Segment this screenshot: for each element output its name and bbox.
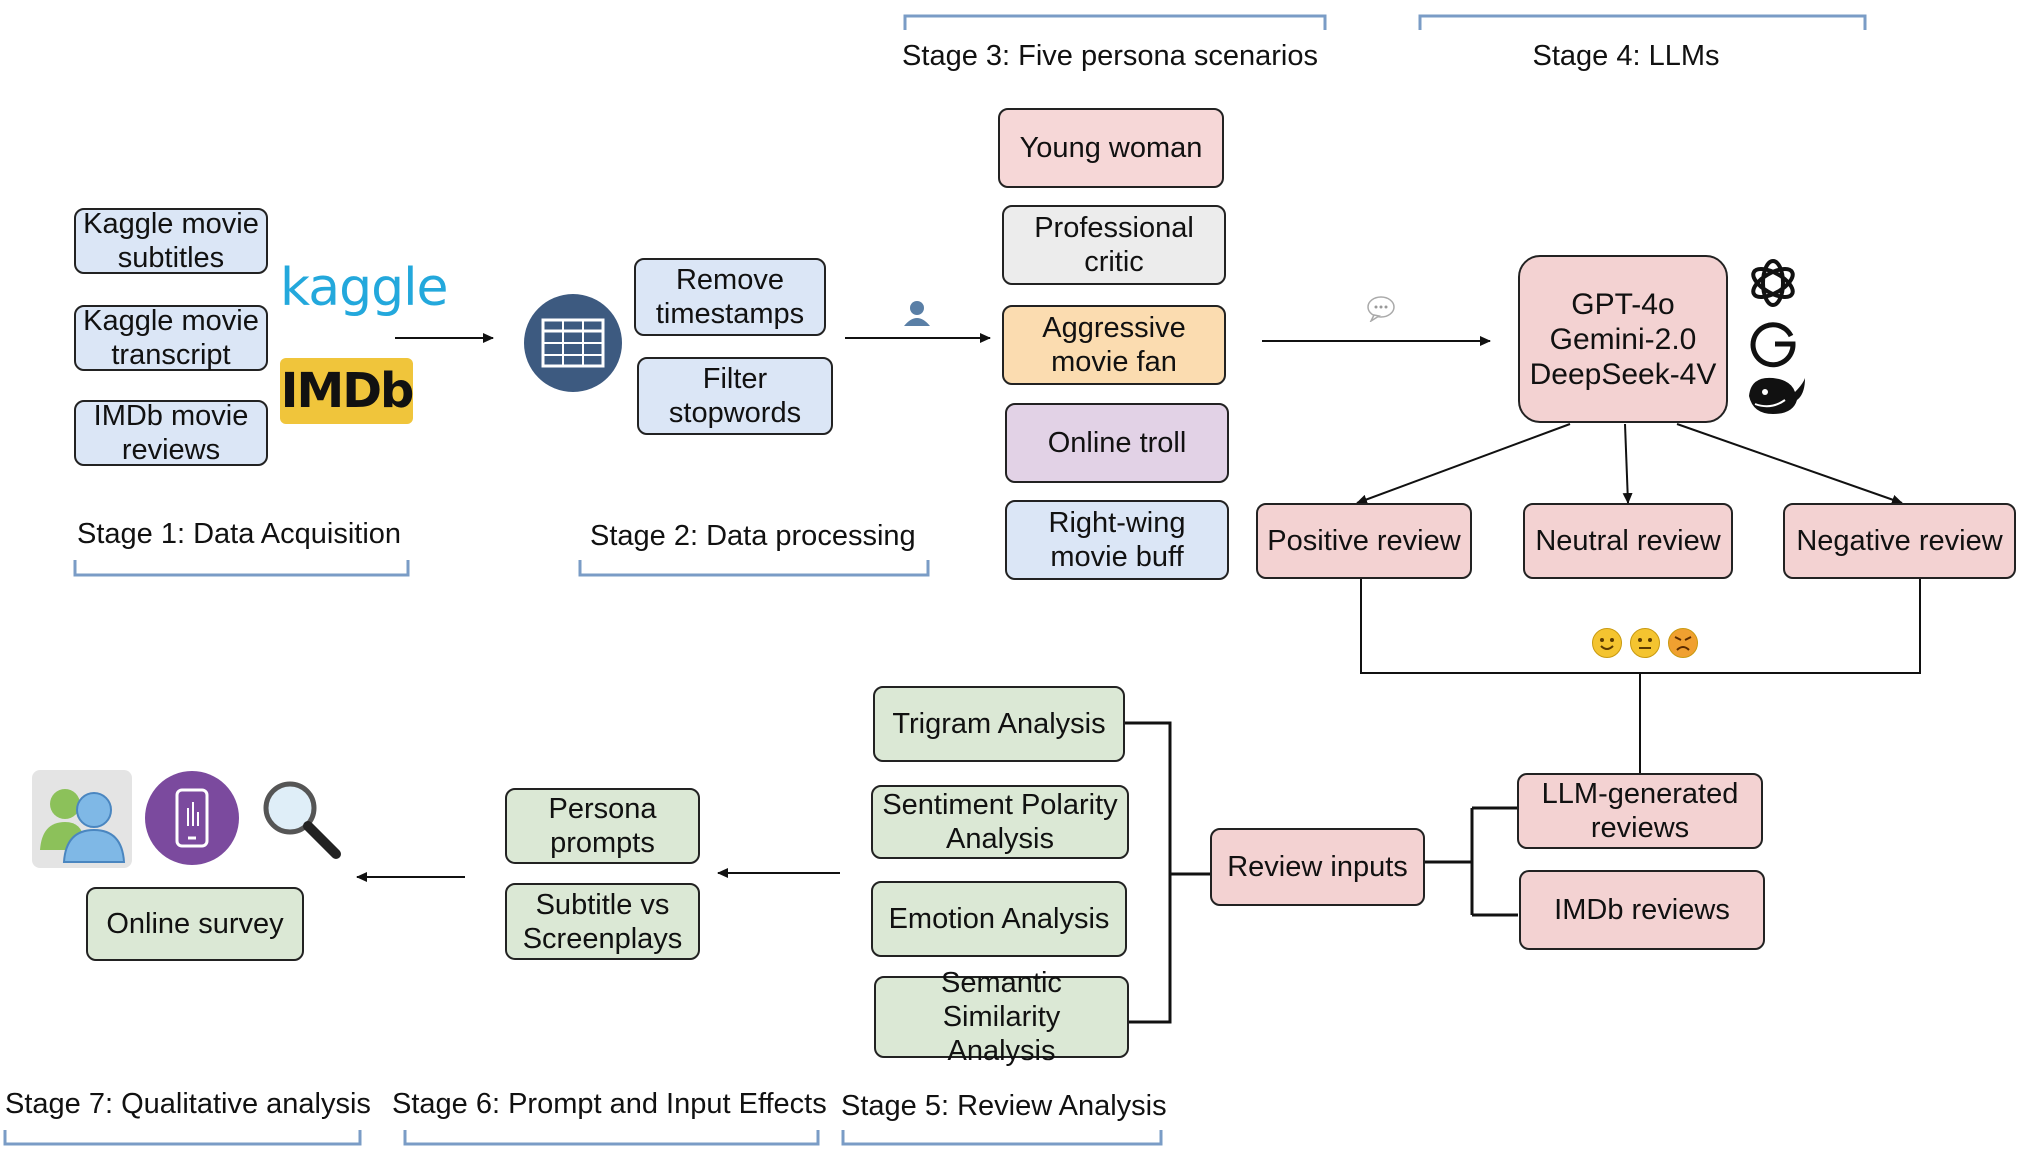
bracket-stage2 bbox=[578, 560, 930, 577]
stage-3-label: Stage 3: Five persona scenarios bbox=[902, 40, 1318, 72]
persona-young-woman: Young woman bbox=[998, 108, 1224, 188]
arrow-llm-positive bbox=[1356, 423, 1571, 505]
source-llm-generated: LLM-generated reviews bbox=[1517, 773, 1763, 849]
bracket-stage4 bbox=[1418, 14, 1867, 30]
stage-1-label: Stage 1: Data Acquisition bbox=[77, 518, 402, 550]
analysis-bracket bbox=[1125, 721, 1210, 1024]
analysis-emotion: Emotion Analysis bbox=[871, 881, 1127, 957]
neutral-face-icon bbox=[1630, 628, 1660, 658]
persona-aggressive-fan: Aggressive movie fan bbox=[1002, 305, 1226, 385]
source-imdb-reviews: IMDb movie reviews bbox=[74, 400, 268, 466]
kaggle-logo: kaggle bbox=[280, 258, 449, 318]
deepseek-whale-icon bbox=[1745, 370, 1807, 425]
arrow-llm-negative bbox=[1676, 423, 1903, 505]
review-positive: Positive review bbox=[1256, 503, 1472, 579]
arrow-llm-neutral bbox=[1622, 423, 1633, 504]
persona-right-wing-buff: Right-wing movie buff bbox=[1005, 500, 1229, 580]
table-icon bbox=[523, 293, 623, 398]
phone-icon bbox=[144, 770, 240, 871]
effect-persona-prompts: Persona prompts bbox=[505, 788, 700, 864]
google-icon bbox=[1745, 314, 1801, 375]
review-negative: Negative review bbox=[1783, 503, 2016, 579]
angry-face-icon bbox=[1668, 628, 1698, 658]
review-inputs-to-sources bbox=[1425, 806, 1518, 917]
source-kaggle-transcript: Kaggle movie transcript bbox=[74, 305, 268, 371]
bracket-stage5 bbox=[841, 1130, 1163, 1146]
review-neutral: Neutral review bbox=[1523, 503, 1733, 579]
persona-online-troll: Online troll bbox=[1005, 403, 1229, 483]
source-kaggle-subtitles: Kaggle movie subtitles bbox=[74, 208, 268, 274]
bracket-stage6 bbox=[403, 1130, 820, 1146]
stage-7-label: Stage 7: Qualitative analysis bbox=[5, 1088, 371, 1120]
analysis-sentiment: Sentiment Polarity Analysis bbox=[871, 785, 1129, 859]
bracket-stage3 bbox=[903, 14, 1327, 30]
stage-6-label: Stage 6: Prompt and Input Effects bbox=[392, 1088, 827, 1120]
magnifier-icon bbox=[258, 776, 342, 865]
review-inputs-box: Review inputs bbox=[1210, 828, 1425, 906]
process-filter-stopwords: Filter stopwords bbox=[637, 357, 833, 435]
effect-subtitle-vs-screenplays: Subtitle vs Screenplays bbox=[505, 883, 700, 960]
bracket-stage7 bbox=[3, 1130, 362, 1146]
process-remove-timestamps: Remove timestamps bbox=[634, 258, 826, 336]
review-merge-line bbox=[1360, 579, 1921, 674]
persona-professional-critic: Professional critic bbox=[1002, 205, 1226, 285]
llm-models-box: GPT-4o Gemini-2.0 DeepSeek-4V bbox=[1518, 255, 1728, 423]
imdb-logo: IMDb bbox=[280, 358, 414, 424]
openai-icon bbox=[1745, 255, 1801, 316]
stage-5-label: Stage 5: Review Analysis bbox=[841, 1090, 1167, 1122]
speech-bubble-icon bbox=[1366, 296, 1396, 327]
online-survey-box: Online survey bbox=[86, 887, 304, 961]
source-imdb: IMDb reviews bbox=[1519, 870, 1765, 950]
stage-2-label: Stage 2: Data processing bbox=[590, 520, 916, 552]
person-icon bbox=[902, 298, 932, 333]
analysis-semantic-similarity: Semantic Similarity Analysis bbox=[874, 967, 1129, 1067]
happy-face-icon bbox=[1592, 628, 1622, 658]
stage-4-label: Stage 4: LLMs bbox=[1532, 40, 1720, 72]
analysis-trigram: Trigram Analysis bbox=[873, 686, 1125, 762]
sentiment-emoji-row bbox=[1592, 628, 1698, 658]
users-icon bbox=[32, 770, 132, 873]
bracket-stage1 bbox=[73, 560, 410, 577]
